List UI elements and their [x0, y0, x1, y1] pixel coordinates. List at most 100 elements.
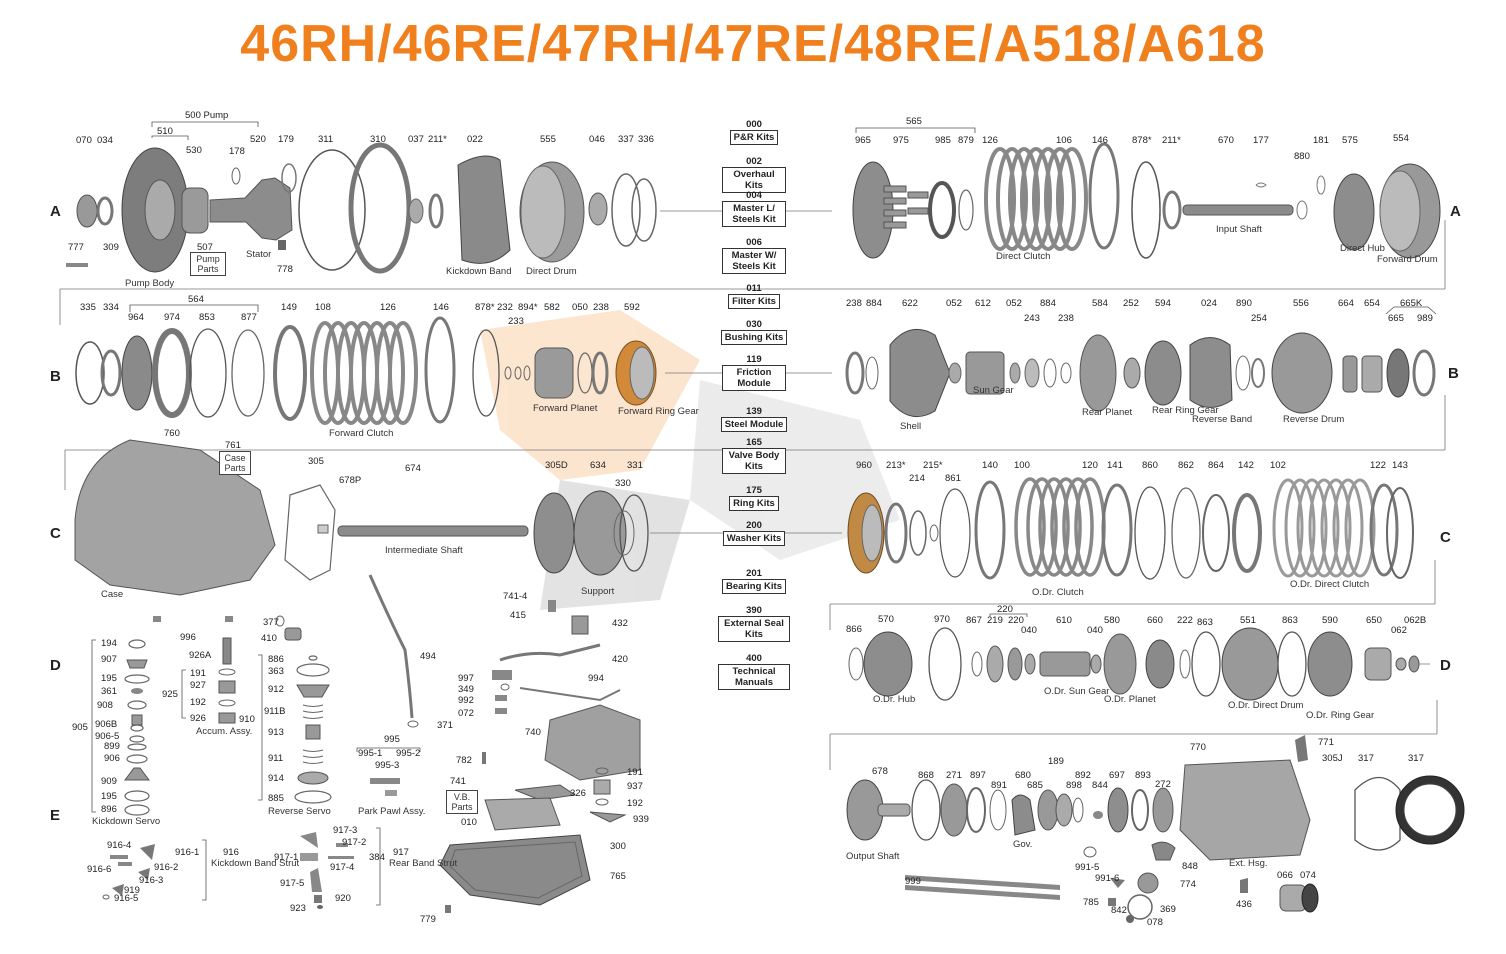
- part-number-label: 046: [589, 134, 605, 145]
- part-number-label: 100: [1014, 460, 1030, 471]
- part-number-label: 192: [627, 798, 643, 809]
- part-number-label: Reverse Servo: [268, 806, 331, 817]
- case-parts-box: Case Parts: [219, 451, 251, 475]
- part-number-label: 877: [241, 312, 257, 323]
- part-number-label: 140: [982, 460, 998, 471]
- part-number-label: 670: [1218, 135, 1234, 146]
- part-number-label: 062B: [1404, 615, 1426, 626]
- part-number-label: Input Shaft: [1216, 224, 1262, 235]
- part-number-label: 863: [1197, 617, 1213, 628]
- part-number-label: 697: [1109, 770, 1125, 781]
- row-e-left-parts: [102, 832, 354, 909]
- part-number-label: 551: [1240, 615, 1256, 626]
- part-number-label: 680: [1015, 770, 1031, 781]
- kit-code: 165: [746, 437, 762, 448]
- part-number-label: 143: [1392, 460, 1408, 471]
- part-number-label: 937: [627, 781, 643, 792]
- part-number-label: Reverse Band: [1192, 414, 1252, 425]
- part-number-label: O.Dr. Direct Drum: [1228, 700, 1304, 711]
- part-number-label: 361: [101, 686, 117, 697]
- part-number-label: 939: [633, 814, 649, 825]
- part-number-label: 326: [570, 788, 586, 799]
- part-number-label: Direct Drum: [526, 266, 577, 277]
- part-number-label: 575: [1342, 135, 1358, 146]
- part-number-label: O.Dr. Sun Gear: [1044, 686, 1109, 697]
- kit-code: 011: [746, 283, 762, 294]
- part-number-label: 916-6: [87, 864, 111, 875]
- part-number-label: 555: [540, 134, 556, 145]
- part-number-label: 179: [278, 134, 294, 145]
- row-e-left-part-names: Kickdown Band Strut Rear Band Strut: [211, 858, 457, 869]
- part-number-label: 420: [612, 654, 628, 665]
- part-number-label: 906B: [95, 719, 117, 730]
- row-e-right-parts: [846, 735, 1465, 923]
- part-number-label: 436: [1236, 899, 1252, 910]
- part-number-label: 300: [610, 841, 626, 852]
- part-number-label: 916-1: [175, 847, 199, 858]
- part-number-label: 126: [982, 135, 998, 146]
- part-number-label: 337: [618, 134, 634, 145]
- part-number-label: 991-5: [1075, 862, 1099, 873]
- part-number-label: 844: [1092, 780, 1108, 791]
- part-number-label: 964: [128, 312, 144, 323]
- part-number-label: 178: [229, 146, 245, 157]
- part-number-label: Direct Clutch: [996, 251, 1050, 262]
- part-number-label: 213*: [886, 460, 906, 471]
- row-label-c-right: C: [1440, 529, 1451, 546]
- part-number-label: 885: [268, 793, 284, 804]
- part-number-label: 906: [104, 753, 120, 764]
- row-label-e-left: E: [50, 807, 60, 824]
- part-number-label: 384: [369, 852, 385, 863]
- part-number-label: 336: [638, 134, 654, 145]
- part-number-label: 066: [1277, 870, 1293, 881]
- part-number-label: 189: [1048, 756, 1064, 767]
- part-number-label: 927: [190, 680, 206, 691]
- row-a-left-part-names: Pump Body Stator Kickdown Band Direct Dr…: [125, 249, 577, 289]
- part-number-label: 141: [1107, 460, 1123, 471]
- part-number-label: 761: [225, 440, 241, 451]
- part-number-label: 580: [1104, 615, 1120, 626]
- part-number-label: 650: [1366, 615, 1382, 626]
- part-number-label: 233: [508, 316, 524, 327]
- part-number-label: 243: [1024, 313, 1040, 324]
- part-number-label: 778: [277, 264, 293, 275]
- kit-code: 390: [746, 605, 762, 616]
- part-number-label: 310: [370, 134, 386, 145]
- part-number-label: 305: [308, 456, 324, 467]
- kit-code: 201: [746, 568, 762, 579]
- part-number-label: 899: [104, 741, 120, 752]
- part-number-label: Support: [581, 586, 615, 597]
- part-number-label: Kickdown Servo: [92, 816, 160, 827]
- part-number-label: 884: [866, 298, 882, 309]
- part-number-label: 994: [588, 673, 604, 684]
- part-number-label: 181: [1313, 135, 1329, 146]
- part-number-label: Pump Body: [125, 278, 174, 289]
- part-number-label: 317: [1408, 753, 1424, 764]
- kit-label: Technical Manuals: [718, 664, 790, 690]
- part-number-label: 220: [1008, 615, 1024, 626]
- row-e-left-part-numbers: 916-4 916-1 916-6 916-2 916-3 919 916-5 …: [87, 825, 409, 914]
- row-b-left-part-names: Forward Clutch Forward Planet Forward Ri…: [329, 403, 699, 439]
- row-label-a-right: A: [1450, 203, 1461, 220]
- part-number-label: 860: [1142, 460, 1158, 471]
- part-number-label: 211*: [1162, 135, 1181, 146]
- part-number-label: 893: [1135, 770, 1151, 781]
- row-label-c-left: C: [50, 525, 61, 542]
- kit-code: 119: [746, 354, 762, 365]
- part-number-label: 867: [966, 615, 982, 626]
- part-number-label: 880: [1294, 151, 1310, 162]
